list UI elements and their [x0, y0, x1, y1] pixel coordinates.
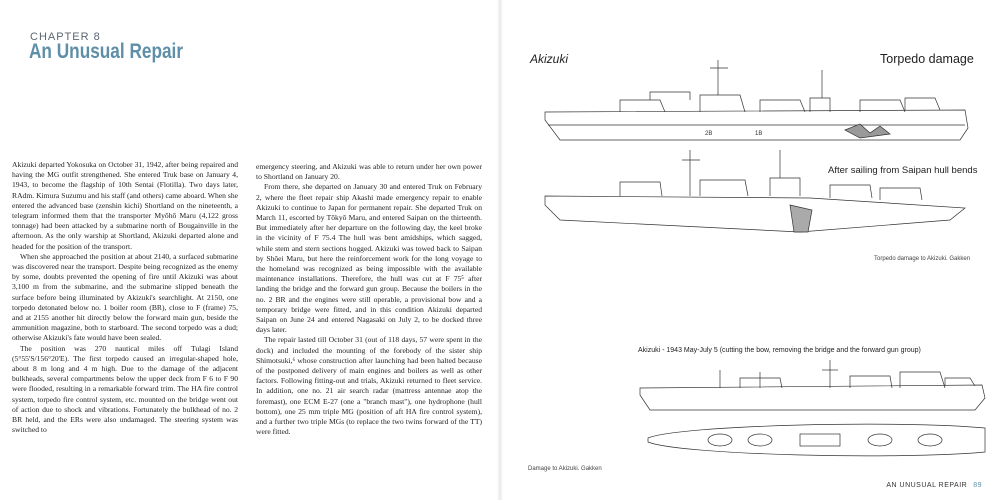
- left-page: CHAPTER 8 An Unusual Repair Akizuki depa…: [12, 31, 482, 437]
- paragraph: The repair lasted till October 31 (out o…: [256, 335, 482, 437]
- hull-bends-label: After sailing from Saipan hull bends: [828, 165, 978, 176]
- paragraph: When she approached the position at abou…: [12, 251, 238, 343]
- ship-profile-hull-bends: [544, 150, 966, 233]
- paragraph: The position was 270 nautical miles off …: [12, 343, 238, 435]
- paragraph: emergency steering, and Akizuki was able…: [256, 162, 482, 182]
- text-column-left: Akizuki departed Yokosuka on October 31,…: [12, 160, 238, 435]
- chapter-title: An Unusual Repair: [29, 40, 184, 63]
- hull-mark: 1B: [755, 131, 762, 137]
- paragraph: Akizuki departed Yokosuka on October 31,…: [12, 160, 238, 251]
- book-gutter: [497, 0, 503, 500]
- caption-bottom: Damage to Akizuki. Gakken: [528, 466, 602, 472]
- page-footer: AN UNUSUAL REPAIR 89: [886, 482, 982, 489]
- chapter-label: CHAPTER 8: [30, 31, 101, 43]
- caption-mid: Akizuki - 1943 May-July 5 (cutting the b…: [638, 347, 921, 354]
- ship-profile-cut-bow: [639, 360, 986, 411]
- ship-profile-torpedo-damage: [544, 60, 969, 141]
- paragraph: From there, she departed on January 30 a…: [256, 182, 482, 335]
- torpedo-damage-label: Torpedo damage: [880, 52, 974, 66]
- text-column-right: emergency steering, and Akizuki was able…: [256, 162, 482, 437]
- ship-name-label: Akizuki: [530, 52, 569, 66]
- caption-top: Torpedo damage to Akizuki. Gakken: [874, 256, 971, 262]
- page-number: 89: [973, 482, 982, 489]
- running-head: AN UNUSUAL REPAIR: [886, 482, 968, 489]
- ship-plan-view: [647, 423, 986, 457]
- hull-mark: 2B: [705, 131, 712, 137]
